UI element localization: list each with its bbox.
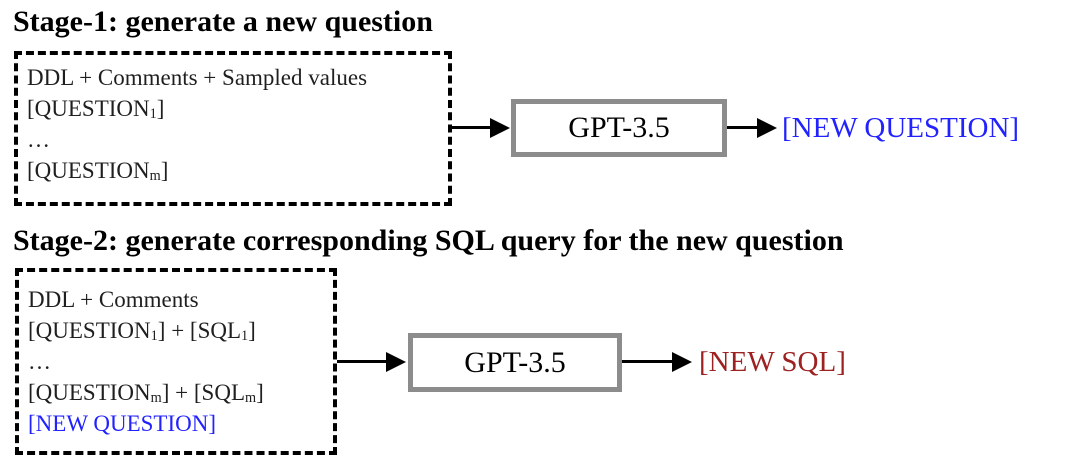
stage1-prompt-box: DDL + Comments + Sampled values [QUESTION… xyxy=(14,51,452,206)
prompt-line: [QUESTIONm] + [SQLm] xyxy=(28,380,264,406)
stage2-title: Stage-2: generate corresponding SQL quer… xyxy=(13,224,844,257)
stage1-prompt-lines: DDL + Comments + Sampled values [QUESTION… xyxy=(27,62,367,186)
stage1-input-arrow-icon xyxy=(452,117,510,138)
prompt-line: [QUESTIONm] xyxy=(27,158,169,184)
prompt-line: [QUESTION1] + [SQL1] xyxy=(28,318,256,344)
stage2-prompt-box: DDL + Comments [QUESTION1] + [SQL1] … [QUES… xyxy=(15,268,337,455)
prompt-line: [NEW QUESTION] xyxy=(28,411,217,436)
stage1-title: Stage-1: generate a new question xyxy=(13,5,433,38)
prompt-line: … xyxy=(28,349,51,374)
stage2-model-label: GPT-3.5 xyxy=(464,345,566,379)
stage1-model-box: GPT-3.5 xyxy=(511,99,727,157)
stage2-model-box: GPT-3.5 xyxy=(408,333,622,392)
prompt-line: [QUESTION1] xyxy=(27,96,165,122)
stage1-model-label: GPT-3.5 xyxy=(568,111,670,144)
stage1-output-label: [NEW QUESTION] xyxy=(782,112,1020,144)
prompt-line: … xyxy=(27,127,50,152)
prompt-line: DDL + Comments + Sampled values xyxy=(27,65,368,90)
stage2-output-arrow-icon xyxy=(622,351,692,372)
stage2-output-label: [NEW SQL] xyxy=(699,346,846,378)
prompt-line: DDL + Comments xyxy=(28,287,199,312)
stage2-prompt-lines: DDL + Comments [QUESTION1] + [SQL1] … [QUES… xyxy=(28,284,264,439)
stage1-output-arrow-icon xyxy=(727,117,777,138)
stage2-input-arrow-icon xyxy=(337,351,406,372)
